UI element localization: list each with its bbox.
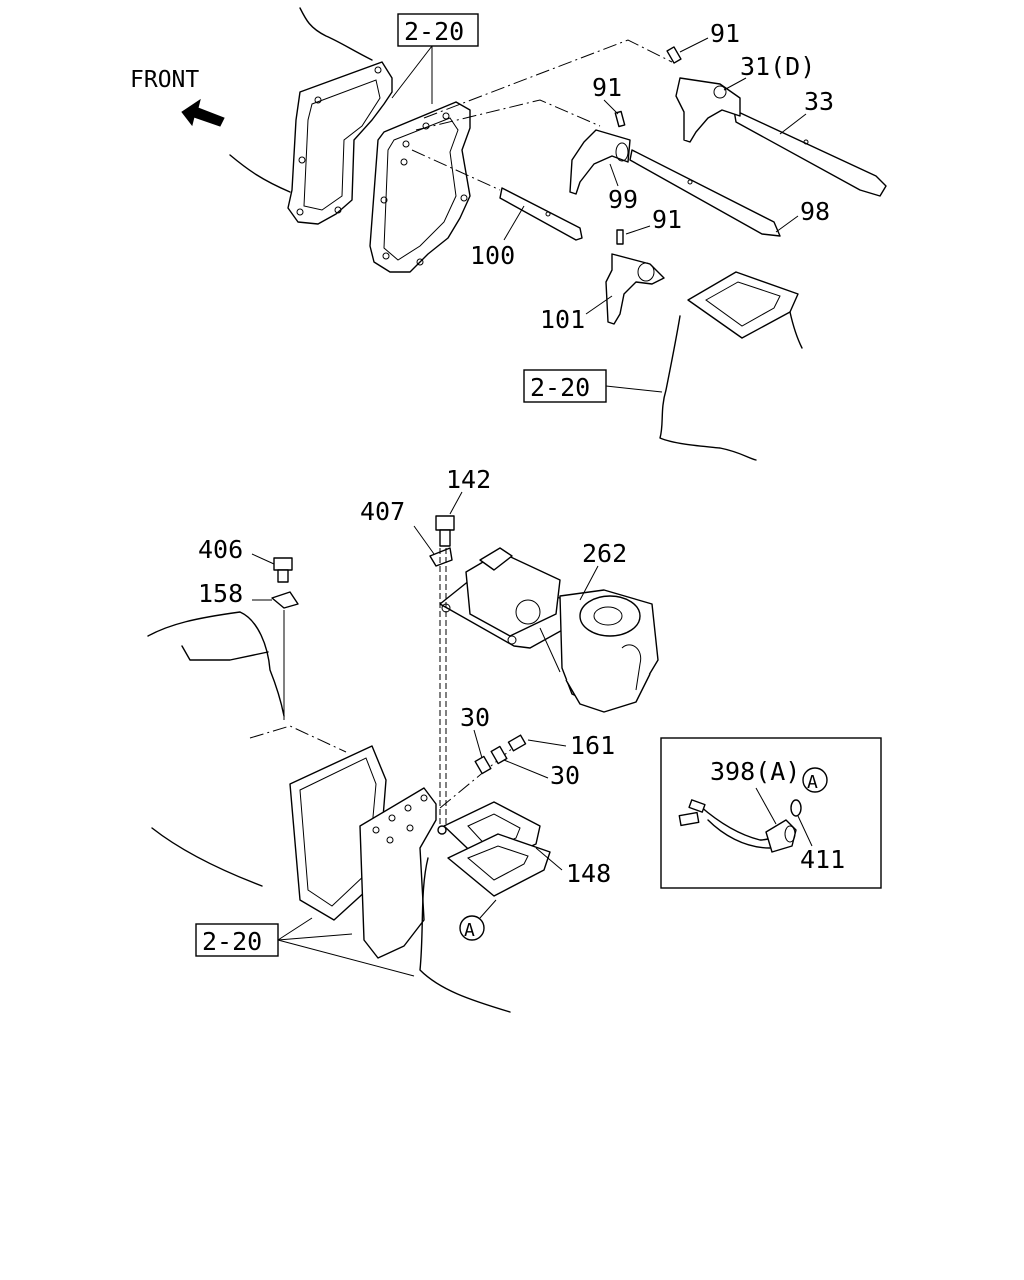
ref-label-top: 2-20 <box>404 17 464 46</box>
plug-161 <box>507 734 527 752</box>
callout-406: 406 <box>198 535 243 564</box>
shift-tower-262 <box>439 547 659 713</box>
callout-91c: 91 <box>652 205 682 234</box>
callout-407: 407 <box>360 497 405 526</box>
pin-30a <box>474 755 492 775</box>
callout-161: 161 <box>570 731 615 760</box>
inset-circle-marker-a <box>802 767 828 793</box>
callout-91a: 91 <box>710 19 740 48</box>
callout-91b: 91 <box>592 73 622 102</box>
callout-148: 148 <box>566 859 611 888</box>
callout-98: 98 <box>800 197 830 226</box>
ref-box-bottom <box>195 923 279 957</box>
shift-fork-99 <box>569 129 631 195</box>
circle-marker-a <box>459 915 485 941</box>
callout-99: 99 <box>608 185 638 214</box>
callout-101: 101 <box>540 305 585 334</box>
transmission-case-bottom <box>147 611 511 1013</box>
callout-158: 158 <box>198 579 243 608</box>
ref-label-mid: 2-20 <box>530 373 590 402</box>
transmission-case-top <box>229 7 471 273</box>
callout-30b: 30 <box>550 761 580 790</box>
callout-100: 100 <box>470 241 515 270</box>
ref-label-bottom: 2-20 <box>202 927 262 956</box>
shift-fork-31d <box>675 77 741 143</box>
bolt-406 <box>273 557 293 583</box>
ref-box-top <box>397 13 479 47</box>
callout-33: 33 <box>804 87 834 116</box>
pin-91a <box>666 46 682 64</box>
circle-marker-a-label: A <box>464 920 475 941</box>
callout-30a: 30 <box>460 703 490 732</box>
front-arrow-icon <box>181 98 225 127</box>
clip-407 <box>429 547 453 567</box>
gasket-148 <box>437 801 551 897</box>
callout-142: 142 <box>446 465 491 494</box>
callout-411: 411 <box>800 845 845 874</box>
pin-30b <box>490 745 508 765</box>
inset-circle-marker-a-label: A <box>807 772 818 793</box>
transmission-case-right <box>659 271 803 461</box>
clip-158 <box>271 591 299 609</box>
callout-31d: 31(D) <box>740 52 815 81</box>
pin-91b <box>614 110 626 128</box>
switch-398a <box>678 799 797 853</box>
shift-fork-101 <box>605 253 665 325</box>
bolt-142 <box>435 515 455 547</box>
pin-91c <box>616 229 624 245</box>
callout-262: 262 <box>582 539 627 568</box>
shift-rails <box>411 39 887 241</box>
front-label: FRONT <box>130 67 199 93</box>
ring-411 <box>790 799 802 817</box>
callout-398a: 398(A) <box>710 757 800 786</box>
